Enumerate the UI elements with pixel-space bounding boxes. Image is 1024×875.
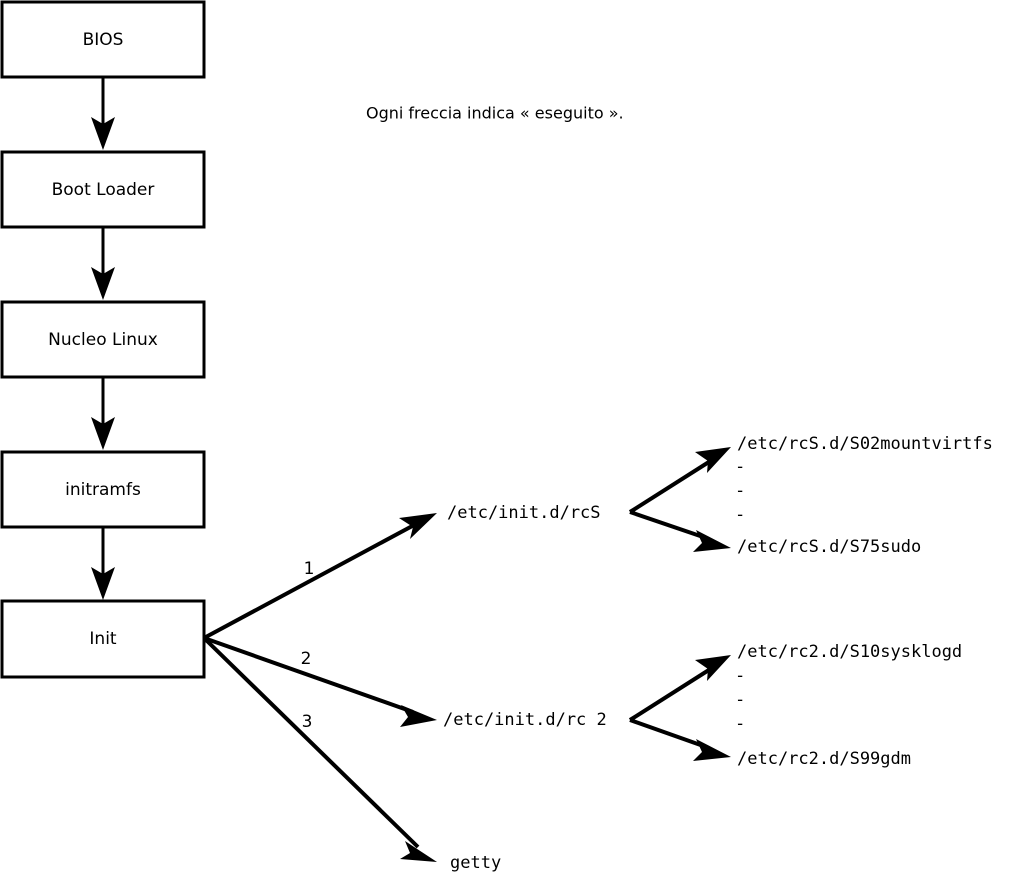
box-init-label: Init [89, 629, 117, 649]
arrow-rc2-to-first-target [628, 655, 731, 722]
box-boot-loader-label: Boot Loader [52, 180, 155, 200]
rcs-target-last: /etc/rcS.d/S75sudo [737, 537, 921, 557]
arrow-init-to-getty [202, 636, 437, 862]
arrow-rcs-to-last-target [629, 510, 731, 552]
diagram-caption: Ogni freccia indica « eseguito ». [366, 104, 624, 123]
branch-number-1: 1 [304, 559, 315, 579]
box-initramfs: initramfs [0, 450, 206, 529]
branch-number-2: 2 [301, 649, 312, 669]
box-boot-loader: Boot Loader [0, 150, 206, 229]
box-bios-label: BIOS [83, 30, 124, 50]
rc2-ellipsis-dash-1: - [735, 666, 745, 686]
rc2-target-first: /etc/rc2.d/S10sysklogd [737, 642, 962, 662]
box-nucleo-linux-label: Nucleo Linux [48, 330, 158, 350]
arrow-bios-to-bootloader [91, 77, 115, 150]
arrow-init-to-rc2 [203, 636, 437, 727]
rcs-ellipsis-dash-3: - [735, 505, 745, 525]
arrow-init-to-rcs [203, 513, 437, 640]
arrow-bootloader-to-kernel [91, 227, 115, 300]
script-label-rcs: /etc/init.d/rcS [447, 503, 601, 523]
script-label-rc2: /etc/init.d/rc 2 [443, 710, 607, 730]
arrow-initramfs-to-init [91, 527, 115, 600]
rc2-ellipsis-dash-2: - [735, 690, 745, 710]
rcs-ellipsis-dash-1: - [735, 457, 745, 477]
branch-number-3: 3 [302, 712, 313, 732]
script-label-getty: getty [450, 853, 501, 873]
box-nucleo-linux: Nucleo Linux [0, 300, 206, 379]
rcs-target-first: /etc/rcS.d/S02mountvirtfs [737, 434, 993, 454]
box-bios: BIOS [0, 0, 206, 79]
arrow-rc2-to-last-target [629, 718, 731, 761]
rc2-ellipsis-dash-3: - [735, 714, 745, 734]
rcs-ellipsis-dash-2: - [735, 481, 745, 501]
arrow-rcs-to-first-target [628, 447, 731, 514]
arrow-kernel-to-initramfs [91, 377, 115, 450]
box-initramfs-label: initramfs [65, 480, 141, 500]
rc2-target-last: /etc/rc2.d/S99gdm [737, 749, 911, 769]
box-init: Init [0, 599, 206, 679]
